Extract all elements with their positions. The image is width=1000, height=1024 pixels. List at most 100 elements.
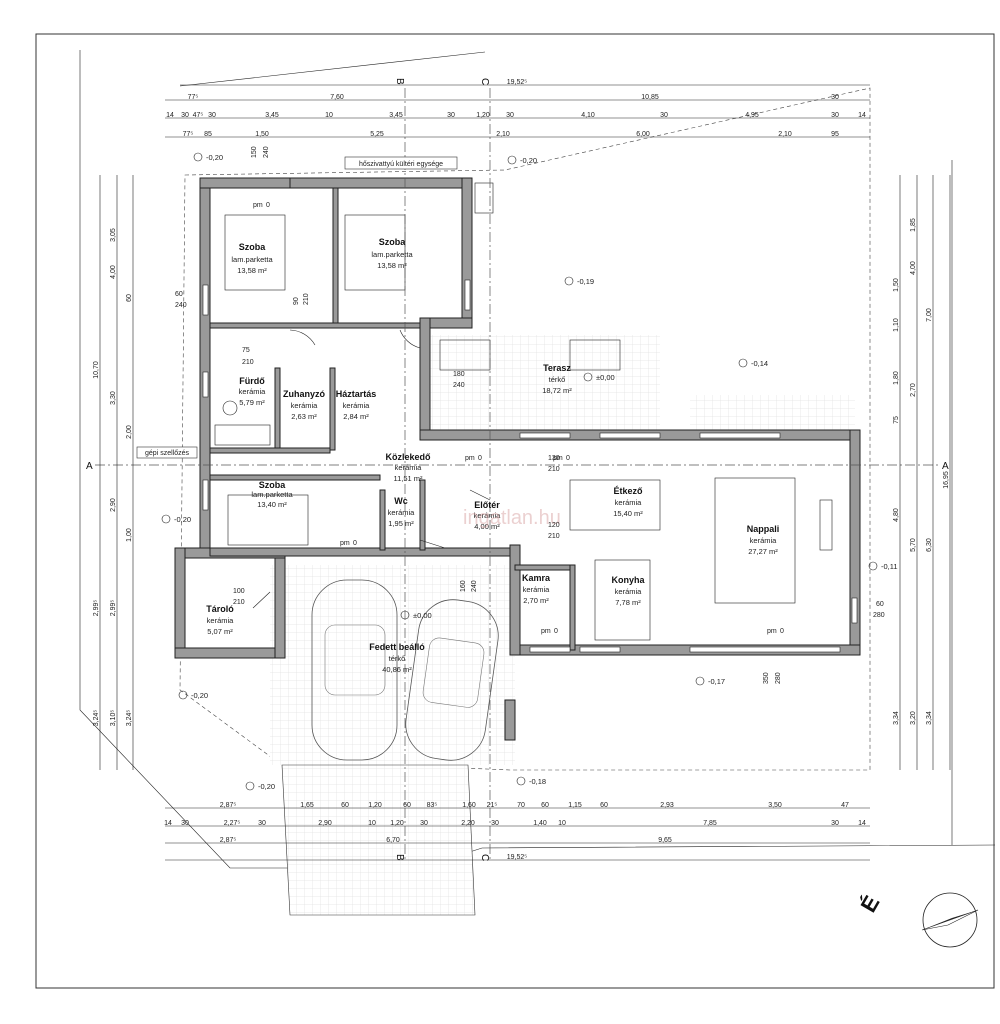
svg-text:6,30: 6,30: [926, 538, 933, 552]
svg-text:2,70: 2,70: [910, 383, 917, 397]
svg-text:±0,00: ±0,00: [413, 611, 432, 620]
svg-text:10: 10: [368, 820, 376, 827]
svg-text:7,60: 7,60: [330, 94, 344, 101]
svg-text:210: 210: [548, 466, 560, 473]
svg-text:kerámia: kerámia: [615, 498, 643, 507]
level-marker: ±0,00: [400, 610, 432, 620]
svg-text:4,00 m²: 4,00 m²: [474, 522, 500, 531]
svg-text:kerámia: kerámia: [291, 401, 319, 410]
room-label-eloter: Előtér kerámia 4,00 m²: [474, 500, 502, 531]
level-marker: -0,19: [564, 276, 594, 286]
svg-text:2,87⁵: 2,87⁵: [220, 837, 237, 844]
svg-text:C: C: [479, 78, 490, 85]
svg-text:13,58 m²: 13,58 m²: [377, 261, 407, 270]
svg-text:4,00: 4,00: [110, 265, 117, 279]
room-label-szoba3: Szoba lam.parketta 13,40 m²: [251, 480, 293, 509]
svg-text:térkő: térkő: [549, 375, 566, 384]
svg-text:240: 240: [175, 302, 187, 309]
svg-text:pm: pm: [541, 628, 551, 635]
room-label-haztartas: Háztartás kerámia 2,84 m²: [336, 389, 377, 421]
svg-text:0: 0: [554, 628, 558, 635]
svg-text:16,95: 16,95: [943, 471, 950, 489]
svg-text:4,10: 4,10: [581, 112, 595, 119]
svg-text:1,60: 1,60: [462, 802, 476, 809]
svg-text:kerámia: kerámia: [388, 508, 416, 517]
svg-text:30: 30: [831, 94, 839, 101]
room-label-furdo: Fürdő kerámia 5,79 m²: [239, 376, 267, 407]
watermark: ingatlan.hu: [463, 507, 561, 529]
svg-text:-0,20: -0,20: [258, 782, 275, 791]
level-marker: -0,17: [695, 676, 725, 686]
svg-text:85: 85: [204, 131, 212, 138]
dims-right: 16,95 7,00 1,85 4,00 1,50 1,10 1,80 2,70…: [893, 218, 950, 725]
svg-text:3,45: 3,45: [265, 112, 279, 119]
room-label-szoba1: Szoba lam.parketta 13,58 m²: [231, 242, 273, 275]
svg-text:30: 30: [420, 820, 428, 827]
svg-text:-0,18: -0,18: [529, 777, 546, 786]
svg-text:kerámia: kerámia: [343, 401, 371, 410]
svg-text:4,00: 4,00: [910, 261, 917, 275]
svg-text:210: 210: [233, 599, 245, 606]
room-label-wc: Wc kerámia 1,95 m²: [388, 496, 416, 528]
svg-text:3,20: 3,20: [910, 711, 917, 725]
svg-text:2,63 m²: 2,63 m²: [291, 412, 317, 421]
svg-text:-0,14: -0,14: [751, 359, 768, 368]
svg-text:1,00: 1,00: [126, 528, 133, 542]
svg-text:19,52⁵: 19,52⁵: [507, 854, 528, 861]
svg-text:2,90: 2,90: [318, 820, 332, 827]
svg-text:0: 0: [266, 202, 270, 209]
svg-text:77⁵: 77⁵: [188, 94, 199, 101]
side-paving: [690, 395, 855, 430]
svg-text:2,99⁵: 2,99⁵: [93, 600, 100, 617]
svg-text:Nappali: Nappali: [747, 524, 780, 534]
svg-text:3,34: 3,34: [893, 711, 900, 725]
sheet-frame: [35, 33, 995, 989]
svg-text:60: 60: [175, 291, 183, 298]
svg-text:-0,20: -0,20: [174, 515, 191, 524]
svg-text:lam.parketta: lam.parketta: [231, 255, 273, 264]
driveway: [281, 764, 476, 916]
svg-text:95: 95: [831, 131, 839, 138]
svg-text:A: A: [86, 461, 93, 472]
axis-labels: A A B B C C: [86, 78, 949, 861]
svg-text:18,72 m²: 18,72 m²: [542, 386, 572, 395]
svg-text:120: 120: [548, 522, 560, 529]
svg-text:É: É: [856, 891, 885, 916]
level-marker: -0,20: [178, 690, 208, 700]
svg-text:150: 150: [251, 146, 258, 158]
svg-text:2,10: 2,10: [496, 131, 510, 138]
axis-lines: [95, 88, 940, 860]
svg-text:90: 90: [293, 297, 300, 305]
room-label-kozlekedo: Közlekedő kerámia 11,51 m²: [385, 452, 431, 483]
svg-text:21⁵: 21⁵: [487, 802, 498, 809]
svg-text:Fürdő: Fürdő: [239, 376, 265, 386]
room-label-etkezo: Étkező kerámia 15,40 m²: [613, 486, 643, 518]
svg-text:pm: pm: [767, 628, 777, 635]
svg-text:Háztartás: Háztartás: [336, 389, 377, 399]
svg-text:14: 14: [166, 112, 174, 119]
svg-text:2,10: 2,10: [778, 131, 792, 138]
svg-text:60: 60: [876, 601, 884, 608]
svg-text:kerámia: kerámia: [750, 536, 778, 545]
svg-text:-0,20: -0,20: [191, 691, 208, 700]
svg-text:kerámia: kerámia: [395, 463, 423, 472]
svg-text:Konyha: Konyha: [611, 575, 645, 585]
svg-text:1,40: 1,40: [533, 820, 547, 827]
svg-text:2,00: 2,00: [126, 425, 133, 439]
svg-text:160: 160: [460, 580, 467, 592]
svg-text:7,85: 7,85: [703, 820, 717, 827]
svg-text:-0,17: -0,17: [708, 677, 725, 686]
svg-text:5,70: 5,70: [910, 538, 917, 552]
svg-text:210: 210: [303, 293, 310, 305]
svg-text:180: 180: [453, 371, 465, 378]
svg-text:pm: pm: [253, 202, 263, 209]
svg-text:3,05: 3,05: [110, 228, 117, 242]
svg-text:10,70: 10,70: [93, 361, 100, 379]
svg-text:30: 30: [181, 112, 189, 119]
furniture: [214, 182, 833, 641]
svg-text:30: 30: [831, 820, 839, 827]
svg-text:Fedett beálló: Fedett beálló: [369, 642, 425, 652]
svg-text:B: B: [394, 78, 405, 85]
svg-text:240: 240: [471, 580, 478, 592]
level-marker: -0,20: [507, 155, 537, 165]
